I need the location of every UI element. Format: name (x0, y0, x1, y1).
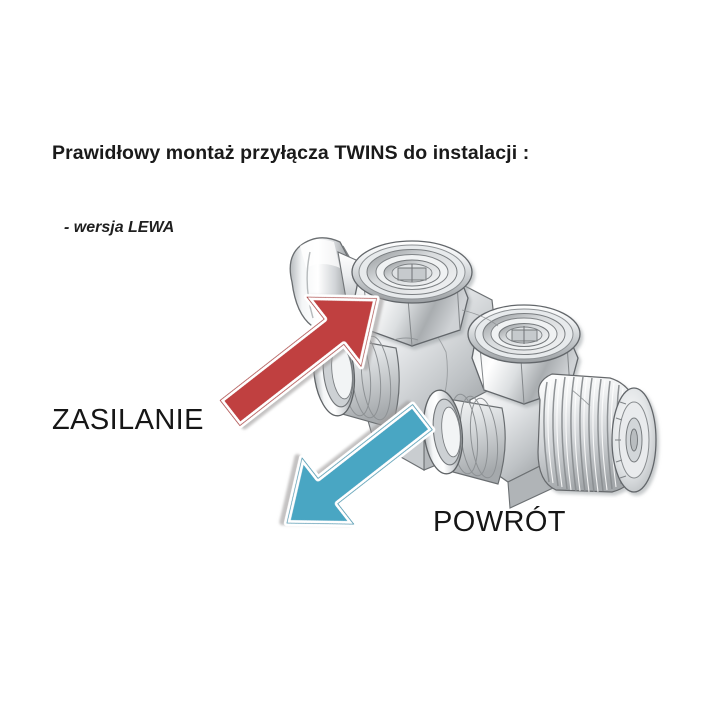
supply-label: ZASILANIE (52, 404, 204, 436)
page-title: Prawidłowy montaż przyłącza TWINS do ins… (52, 142, 530, 164)
valve-detail-lines (393, 309, 591, 407)
lower-threaded-port (422, 389, 506, 485)
lower-union-nut (467, 304, 581, 405)
return-arrow (283, 401, 436, 528)
supply-arrow (217, 294, 380, 429)
knurled-knob (537, 373, 657, 493)
return-label: POWRÓT (433, 506, 566, 538)
page-subtitle: - wersja LEWA (64, 219, 175, 236)
